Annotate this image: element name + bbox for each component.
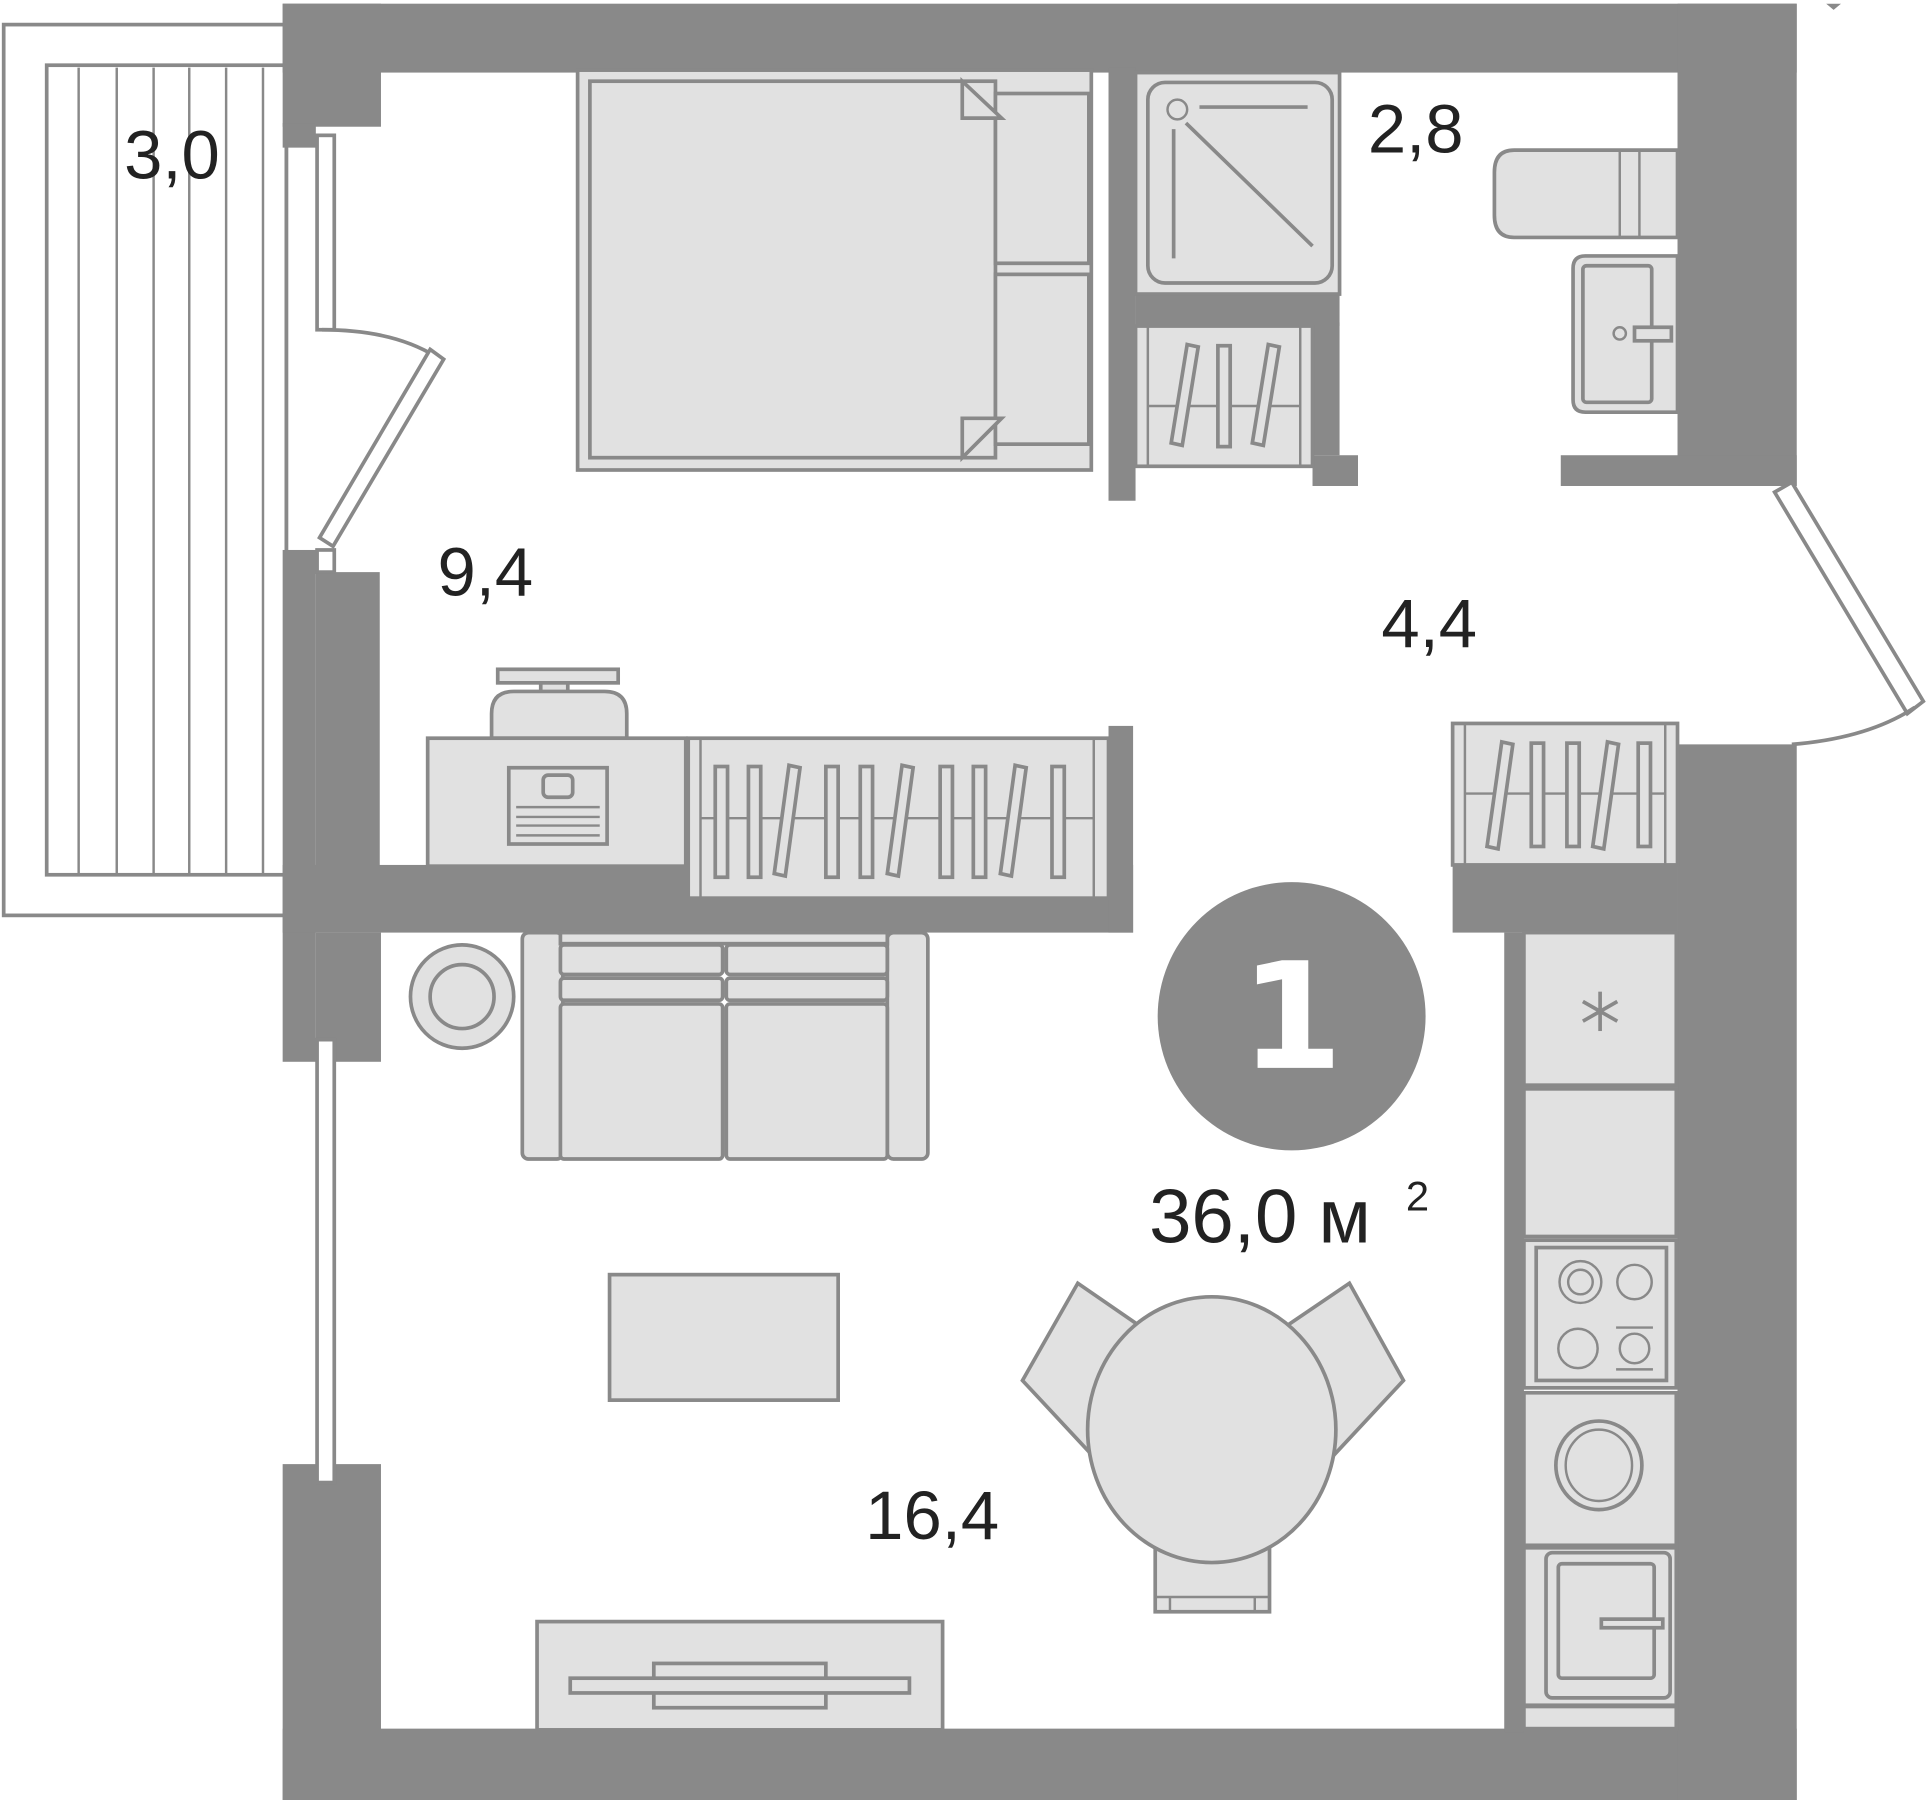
dining-set (1020, 1280, 1406, 1614)
shower (1133, 70, 1342, 296)
balcony-door (317, 327, 447, 549)
bathroom-sink (1571, 254, 1680, 415)
plant-pot (408, 943, 516, 1051)
desk (425, 667, 688, 869)
corner-mark (1826, 3, 1841, 10)
room-count: 1 (1240, 931, 1343, 1103)
bedroom-area-label: 9,4 (438, 533, 534, 610)
coffee-table (607, 1272, 840, 1402)
bathroom-area-label: 2,8 (1368, 91, 1464, 168)
toilet (1492, 148, 1680, 240)
room-count-badge: 1 (1157, 882, 1426, 1151)
snowflake-icon (1581, 991, 1619, 1032)
closet-small (1133, 324, 1315, 469)
total-area: 36,0 м (1149, 1175, 1371, 1260)
wardrobe-bedroom (686, 736, 1111, 900)
living-area-label: 16,4 (865, 1477, 999, 1554)
tv-stand (535, 1619, 945, 1732)
hallway-area-label: 4,4 (1381, 585, 1477, 662)
balcony (1, 22, 289, 918)
wardrobe-hallway (1450, 721, 1680, 867)
total-area-unit-superscript: 2 (1406, 1173, 1429, 1220)
bed (575, 68, 1094, 472)
entrance-door (1772, 479, 1926, 747)
cooktop-icon (1534, 1245, 1669, 1383)
windows (315, 133, 337, 1485)
sofa (520, 930, 930, 1161)
kitchen-unit (1522, 930, 1679, 1731)
sink-icon (1544, 1550, 1672, 1700)
balcony-area-label: 3,0 (124, 116, 220, 193)
